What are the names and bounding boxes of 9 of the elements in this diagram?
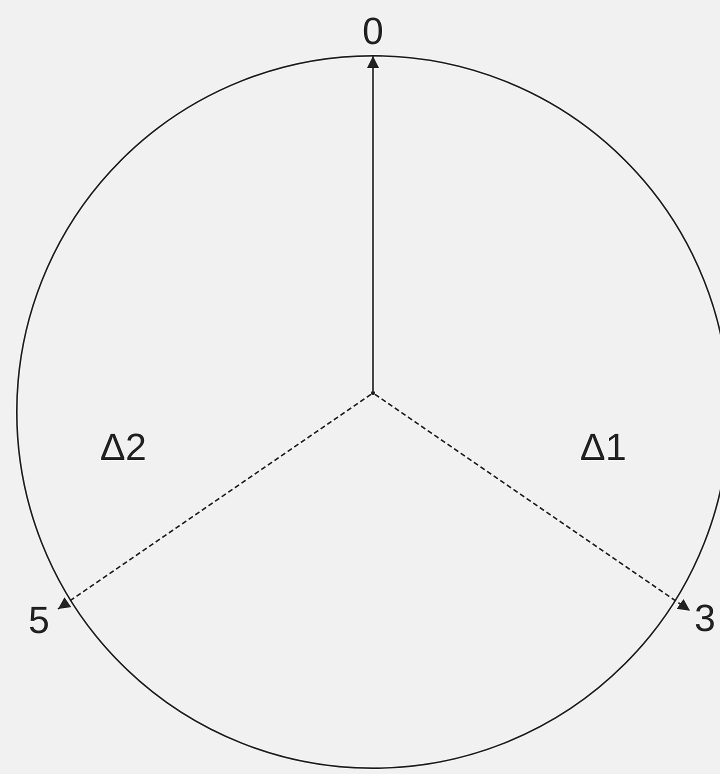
- arrow: [367, 56, 379, 391]
- direction-number: 5: [27, 599, 51, 644]
- direction-number: 3: [693, 597, 717, 642]
- region-label: Δ1: [580, 426, 627, 471]
- arrow: [58, 394, 372, 610]
- origin-point: [371, 391, 375, 395]
- region-label: Δ2: [100, 426, 147, 471]
- direction-number: 0: [361, 10, 385, 55]
- arrow: [374, 394, 690, 612]
